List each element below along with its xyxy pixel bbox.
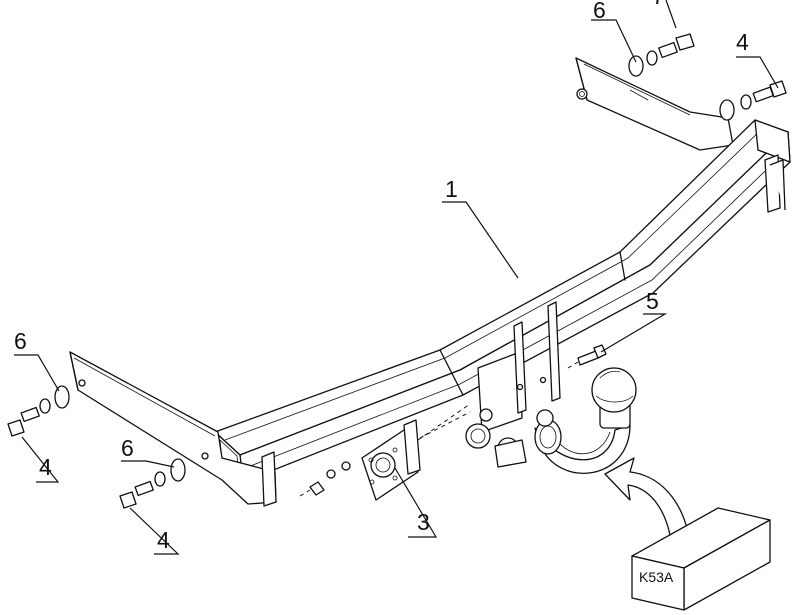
callout-3: 3 xyxy=(417,509,430,535)
callout-4-left-lower: 4 xyxy=(157,527,170,553)
bolt-5 xyxy=(567,344,607,369)
callout-7-partial: 7 xyxy=(652,0,665,9)
left-lower-fasteners xyxy=(119,458,186,509)
callout-1: 1 xyxy=(445,176,458,202)
main-cross-beam xyxy=(214,119,791,483)
callout-6-left-lower: 6 xyxy=(121,435,134,461)
right-mounting-bracket xyxy=(575,57,734,151)
callout-5: 5 xyxy=(646,288,659,314)
top-fasteners xyxy=(628,33,695,77)
box-label: K53A xyxy=(639,569,674,585)
callout-6-top: 6 xyxy=(593,0,606,23)
center-mounting-plates xyxy=(477,301,561,452)
right-end-tabs xyxy=(764,154,786,213)
part-box: K53A xyxy=(631,507,771,611)
mounting-direction-arrow xyxy=(604,457,691,549)
left-mounting-bracket xyxy=(69,351,277,507)
callout-numbers: 1 3 4 4 4 5 6 6 6 7 xyxy=(14,0,749,553)
callout-6-left-upper: 6 xyxy=(14,328,27,354)
leader-lines xyxy=(14,0,779,555)
left-upper-fasteners xyxy=(7,385,70,437)
right-fasteners xyxy=(719,80,787,121)
center-fasteners xyxy=(417,403,554,468)
towball-assembly xyxy=(534,367,637,474)
socket-plate xyxy=(299,411,471,501)
callout-4-left-upper: 4 xyxy=(39,454,52,480)
callout-4-right: 4 xyxy=(736,29,749,55)
